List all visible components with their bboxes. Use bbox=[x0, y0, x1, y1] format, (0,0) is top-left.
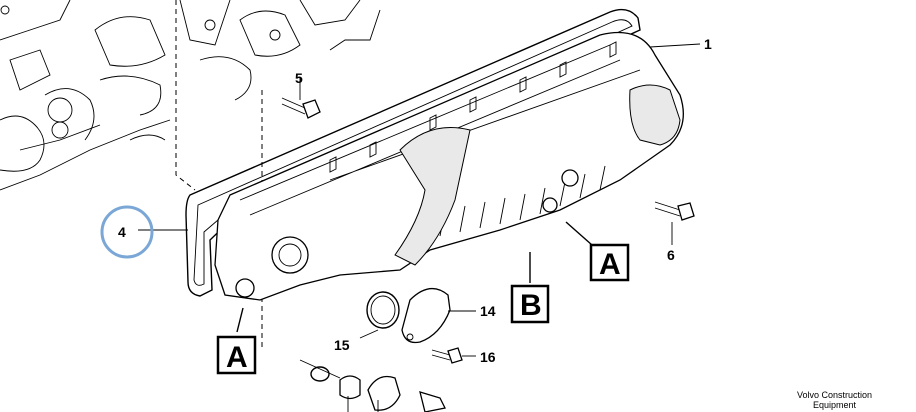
bottom-leaders bbox=[299, 359, 379, 412]
manifold-port-ring-outer bbox=[271, 236, 309, 274]
credit-line-1: Volvo Construction bbox=[796, 390, 872, 400]
view-label-a-right: A bbox=[599, 248, 621, 281]
manifold-bolt-bosses bbox=[329, 41, 617, 173]
leader-15 bbox=[359, 329, 379, 339]
view-box-a-right[interactable]: A bbox=[589, 243, 630, 282]
manifold-center-duct bbox=[394, 127, 471, 266]
manifold-port-ring-inner bbox=[278, 243, 302, 267]
bolt-item-16 bbox=[431, 347, 463, 364]
manifold-sensor-port bbox=[561, 169, 579, 187]
manifold-end-cover bbox=[629, 84, 681, 146]
view-label-b: B bbox=[520, 289, 542, 322]
bolt-bottom bbox=[419, 391, 446, 412]
washer-bottom bbox=[310, 366, 330, 382]
cover-plate-hole bbox=[406, 333, 414, 341]
callout-4[interactable]: 4 bbox=[118, 224, 126, 240]
view-label-a-left: A bbox=[226, 341, 248, 374]
callout-5[interactable]: 5 bbox=[295, 70, 303, 86]
callout-6[interactable]: 6 bbox=[667, 247, 675, 263]
highlight-circle[interactable] bbox=[100, 205, 154, 259]
callout-14[interactable]: 14 bbox=[480, 303, 496, 319]
engine-block-outline bbox=[0, 0, 381, 191]
credit-line-2: Equipment bbox=[812, 400, 856, 410]
callout-16[interactable]: 16 bbox=[480, 349, 496, 365]
arrow-a-right bbox=[565, 221, 593, 246]
arrow-a-left bbox=[236, 307, 244, 333]
flange-bottom bbox=[367, 375, 401, 411]
plug-bottom bbox=[339, 375, 361, 400]
callout-1[interactable]: 1 bbox=[704, 36, 712, 52]
gasket-outline bbox=[185, 8, 641, 297]
cover-plate-item-14 bbox=[401, 288, 451, 344]
callout-15[interactable]: 15 bbox=[334, 337, 350, 353]
bolt-item-6 bbox=[654, 201, 695, 221]
manifold-side-port bbox=[542, 197, 558, 213]
o-ring-item-15 bbox=[366, 291, 400, 329]
publisher-credit: Volvo Construction Equipment bbox=[797, 390, 872, 410]
bolt-item-5 bbox=[281, 97, 321, 119]
view-box-a-left[interactable]: A bbox=[216, 335, 257, 375]
manifold-port-plug bbox=[235, 278, 255, 298]
view-box-b[interactable]: B bbox=[510, 284, 550, 324]
o-ring-item-15-inner bbox=[370, 295, 396, 325]
leader-1 bbox=[649, 43, 701, 48]
dashed-guide-left bbox=[175, 0, 196, 191]
